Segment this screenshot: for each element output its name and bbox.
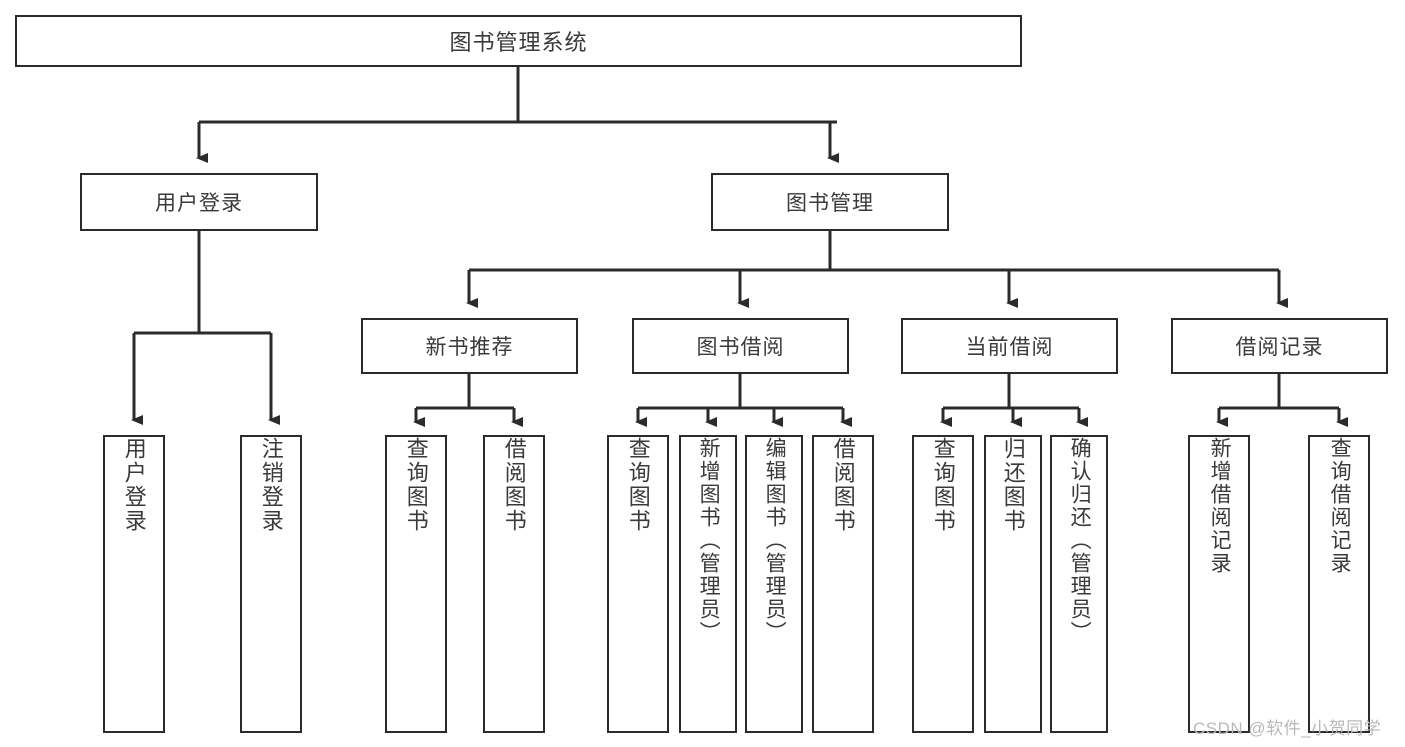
leaf-add-book-admin-label: 新增图书（管理员） <box>697 437 721 644</box>
leaf-user-login[interactable]: 用户登录 <box>103 435 165 733</box>
leaf-query-book-current-label: 查询图书 <box>930 437 956 533</box>
leaf-logout-label: 注销登录 <box>258 437 284 533</box>
node-root[interactable]: 图书管理系统 <box>15 15 1022 67</box>
leaf-borrow-book-label: 借阅图书 <box>830 437 856 533</box>
leaf-borrow-book-newbook[interactable]: 借阅图书 <box>483 435 545 733</box>
leaf-logout[interactable]: 注销登录 <box>240 435 302 733</box>
leaf-borrow-book-newbook-label: 借阅图书 <box>501 437 527 533</box>
leaf-query-borrow-record[interactable]: 查询借阅记录 <box>1308 435 1370 733</box>
node-borrow-record[interactable]: 借阅记录 <box>1171 318 1388 374</box>
node-user-login[interactable]: 用户登录 <box>80 173 318 231</box>
node-root-label: 图书管理系统 <box>449 30 588 55</box>
leaf-edit-book-admin-label: 编辑图书（管理员） <box>763 437 787 644</box>
node-current-borrow-label: 当前借阅 <box>965 336 1054 359</box>
leaf-edit-book-admin[interactable]: 编辑图书（管理员） <box>745 435 803 733</box>
node-new-book-recommend-label: 新书推荐 <box>425 336 514 359</box>
leaf-return-book[interactable]: 归还图书 <box>984 435 1042 733</box>
node-book-borrow-label: 图书借阅 <box>696 336 785 359</box>
node-new-book-recommend[interactable]: 新书推荐 <box>361 318 578 374</box>
leaf-return-book-label: 归还图书 <box>1000 437 1026 533</box>
leaf-query-borrow-record-label: 查询借阅记录 <box>1328 437 1352 575</box>
leaf-query-book-borrow[interactable]: 查询图书 <box>607 435 669 733</box>
leaf-confirm-return-admin-label: 确认归还（管理员） <box>1068 437 1092 644</box>
leaf-query-book-newbook-label: 查询图书 <box>403 437 429 533</box>
leaf-add-borrow-record[interactable]: 新增借阅记录 <box>1188 435 1250 733</box>
leaf-confirm-return-admin[interactable]: 确认归还（管理员） <box>1050 435 1108 733</box>
leaf-query-book-current[interactable]: 查询图书 <box>912 435 974 733</box>
node-book-management[interactable]: 图书管理 <box>711 173 949 231</box>
watermark: CSDN @软件_小贺同学 <box>1193 719 1382 738</box>
leaf-query-book-borrow-label: 查询图书 <box>625 437 651 533</box>
leaf-add-borrow-record-label: 新增借阅记录 <box>1208 437 1232 575</box>
node-borrow-record-label: 借阅记录 <box>1235 336 1324 359</box>
leaf-add-book-admin[interactable]: 新增图书（管理员） <box>679 435 737 733</box>
node-current-borrow[interactable]: 当前借阅 <box>901 318 1118 374</box>
leaf-query-book-newbook[interactable]: 查询图书 <box>385 435 447 733</box>
node-user-login-label: 用户登录 <box>155 192 243 215</box>
node-book-management-label: 图书管理 <box>786 192 874 215</box>
leaf-borrow-book[interactable]: 借阅图书 <box>812 435 874 733</box>
node-book-borrow[interactable]: 图书借阅 <box>632 318 849 374</box>
leaf-user-login-label: 用户登录 <box>121 437 147 533</box>
